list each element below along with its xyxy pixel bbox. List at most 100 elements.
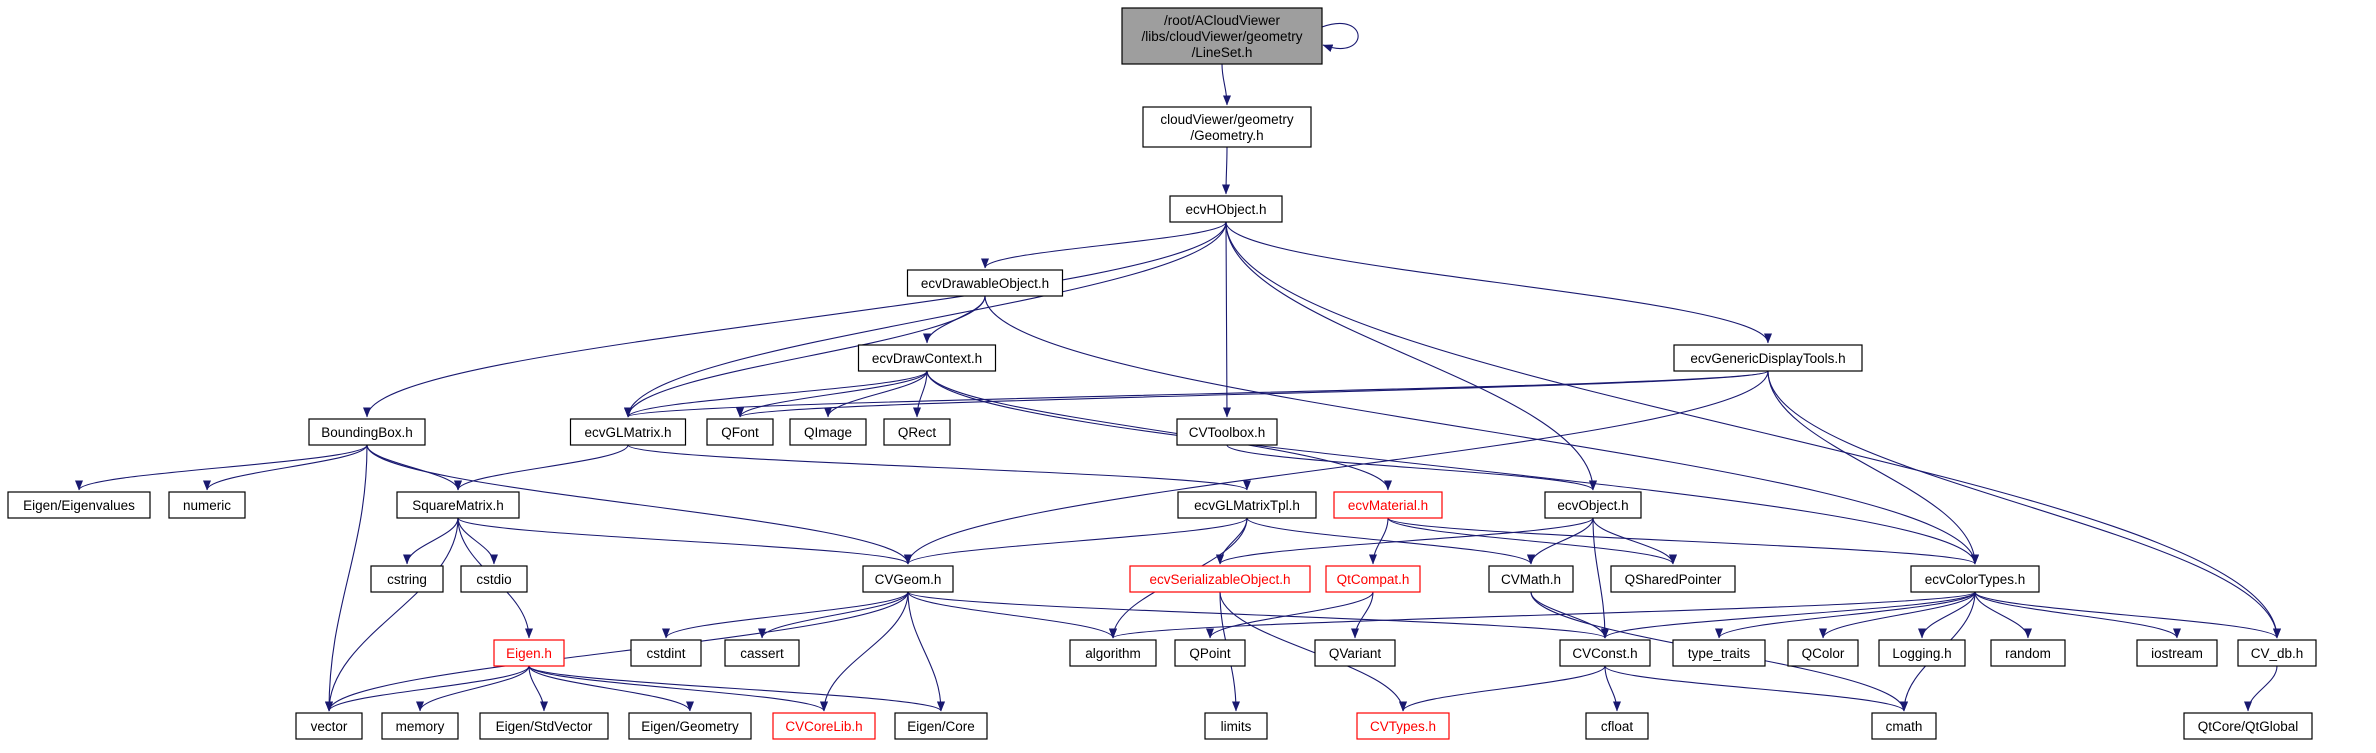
graph-node-ecvdrawcontext.h[interactable]: ecvDrawContext.h: [857, 344, 997, 372]
node-label: type_traits: [1688, 646, 1751, 661]
graph-node-cvtoolbox.h[interactable]: CVToolbox.h: [1176, 418, 1278, 446]
graph-node-iostream[interactable]: iostream: [2136, 639, 2218, 667]
graph-node-eigen-stdvector[interactable]: Eigen/StdVector: [479, 712, 609, 740]
node-label: QSharedPointer: [1625, 572, 1722, 587]
node-label: ecvGLMatrix.h: [584, 425, 671, 440]
node-box: [479, 712, 609, 740]
edge: [1592, 517, 1677, 565]
node-box: [628, 712, 752, 740]
graph-node-geometry.h[interactable]: cloudViewer/geometry/Geometry.h: [1142, 106, 1312, 148]
edge: [1221, 63, 1231, 106]
graph-node-eigen-core[interactable]: Eigen/Core: [894, 712, 988, 740]
node-box: [295, 712, 363, 740]
node-label: QtCompat.h: [1337, 572, 1410, 587]
graph-node-qtcore-qtglobal[interactable]: QtCore/QtGlobal: [2183, 712, 2313, 740]
graph-node-cassert[interactable]: cassert: [724, 639, 800, 667]
edge: [1216, 517, 1248, 565]
graph-node-cstdint[interactable]: cstdint: [630, 639, 702, 667]
edge: [624, 370, 928, 418]
graph-node-ecvgenericdisplaytools.h[interactable]: ecvGenericDisplayTools.h: [1673, 344, 1863, 372]
graph-node-cvmath.h[interactable]: CVMath.h: [1488, 565, 1574, 593]
graph-node-type_traits[interactable]: type_traits: [1672, 639, 1766, 667]
graph-node-numeric[interactable]: numeric: [168, 491, 246, 519]
graph-node-cvtypes.h[interactable]: CVTypes.h: [1356, 712, 1450, 740]
node-box: [630, 639, 702, 667]
node-box: [569, 418, 687, 446]
graph-node-qpoint[interactable]: QPoint: [1174, 639, 1246, 667]
graph-node-algorithm[interactable]: algorithm: [1069, 639, 1157, 667]
node-label: CV_db.h: [2251, 646, 2304, 661]
edge: [624, 370, 1769, 418]
edge: [1527, 517, 1594, 565]
graph-node-ecvobject.h[interactable]: ecvObject.h: [1544, 491, 1642, 519]
graph-node-squarematrix.h[interactable]: SquareMatrix.h: [396, 491, 520, 519]
graph-node-ecvhobject.h[interactable]: ecvHObject.h: [1169, 195, 1283, 223]
edge-self-loop: [1321, 23, 1359, 52]
graph-node-qimage[interactable]: QImage: [789, 418, 867, 446]
edge: [75, 444, 368, 491]
node-box: [1129, 565, 1311, 593]
graph-node-ecvcolortypes.h[interactable]: ecvColorTypes.h: [1910, 565, 2040, 593]
edge: [416, 665, 530, 712]
graph-node-cfloat[interactable]: cfloat: [1585, 712, 1649, 740]
graph-node-cmath[interactable]: cmath: [1871, 712, 1937, 740]
edge: [1219, 591, 1407, 712]
graph-node-boundingbox.h[interactable]: BoundingBox.h: [308, 418, 426, 446]
edge: [1974, 591, 2281, 639]
edge: [624, 295, 986, 418]
graph-node-memory[interactable]: memory: [381, 712, 459, 740]
graph-node-qrect[interactable]: QRect: [883, 418, 951, 446]
graph-node-cstring[interactable]: cstring: [370, 565, 444, 593]
node-label: numeric: [183, 498, 231, 513]
edge: [1222, 146, 1231, 195]
edge: [1225, 221, 1597, 491]
edge: [1387, 517, 1677, 565]
graph-node-vector[interactable]: vector: [295, 712, 363, 740]
graph-node-qfont[interactable]: QFont: [706, 418, 774, 446]
node-box: [1142, 106, 1312, 148]
graph-node-eigen-geometry[interactable]: Eigen/Geometry: [628, 712, 752, 740]
node-box: [1177, 491, 1317, 519]
graph-node-cvcorelib.h[interactable]: CVCoreLib.h: [772, 712, 876, 740]
node-label: limits: [1221, 719, 1252, 734]
graph-node-cstdio[interactable]: cstdio: [460, 565, 528, 593]
graph-node-qtcompat.h[interactable]: QtCompat.h: [1325, 565, 1421, 593]
graph-node-random[interactable]: random: [1990, 639, 2066, 667]
node-label: ecvDrawableObject.h: [921, 276, 1049, 291]
graph-node-qcolor[interactable]: QColor: [1787, 639, 1859, 667]
node-label: Eigen/StdVector: [496, 719, 593, 734]
graph-node-qvariant[interactable]: QVariant: [1314, 639, 1396, 667]
node-box: [493, 639, 565, 667]
graph-node-limits[interactable]: limits: [1204, 712, 1268, 740]
edge: [1767, 370, 1979, 565]
graph-node-cv_db.h[interactable]: CV_db.h: [2237, 639, 2317, 667]
node-box: [883, 418, 951, 446]
graph-node-qsharedpointer[interactable]: QSharedPointer: [1610, 565, 1736, 593]
graph-node-eigen.h[interactable]: Eigen.h: [493, 639, 565, 667]
graph-node-eigen-eigenvalues[interactable]: Eigen/Eigenvalues: [7, 491, 151, 519]
node-box: [460, 565, 528, 593]
edge: [904, 517, 1248, 565]
node-label: ecvGLMatrixTpl.h: [1194, 498, 1300, 513]
graph-node-ecvserializableobject.h[interactable]: ecvSerializableObject.h: [1129, 565, 1311, 593]
graph-node-ecvmaterial.h[interactable]: ecvMaterial.h: [1333, 491, 1443, 519]
graph-node-cvconst.h[interactable]: CVConst.h: [1559, 639, 1651, 667]
node-box: [1871, 712, 1937, 740]
node-label: Eigen/Eigenvalues: [23, 498, 135, 513]
node-box: [906, 269, 1064, 297]
graph-node-ecvglmatrix.h[interactable]: ecvGLMatrix.h: [569, 418, 687, 446]
node-box: [1910, 565, 2040, 593]
node-label: ecvDrawContext.h: [872, 351, 982, 366]
graph-node-logging.h[interactable]: Logging.h: [1878, 639, 1966, 667]
edge: [824, 370, 928, 418]
node-label: algorithm: [1085, 646, 1141, 661]
node-box: [862, 565, 954, 593]
graph-node-ecvdrawableobject.h[interactable]: ecvDrawableObject.h: [906, 269, 1064, 297]
graph-node-cvgeom.h[interactable]: CVGeom.h: [862, 565, 954, 593]
node-label: Eigen/Geometry: [641, 719, 739, 734]
edge: [981, 221, 1227, 269]
graph-node-lineset.h: /root/ACloudViewer/libs/cloudViewer/geom…: [1121, 7, 1323, 65]
edge: [984, 295, 1979, 565]
node-box: [2237, 639, 2317, 667]
graph-node-ecvglmatrixtpl.h[interactable]: ecvGLMatrixTpl.h: [1177, 491, 1317, 519]
